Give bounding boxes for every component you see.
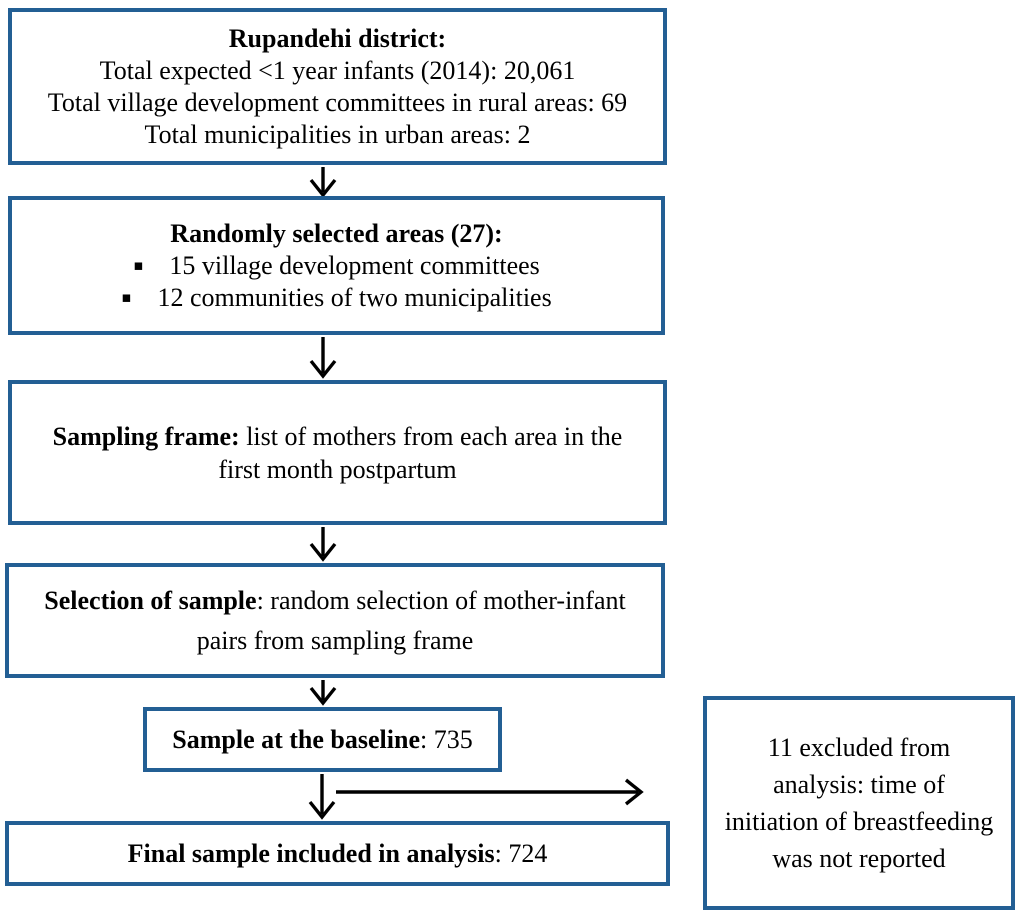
baseline-sample-value: : 735 (420, 724, 473, 754)
sampling-frame-box: Sampling frame: list of mothers from eac… (8, 380, 667, 525)
excluded-line-2: analysis: time of (773, 770, 945, 799)
selection-of-sample-box: Selection of sample: random selection of… (5, 563, 665, 678)
district-box: Rupandehi district: Total expected <1 ye… (8, 8, 667, 165)
bullet-item-communities-label: 12 communities of two municipalities (157, 282, 552, 312)
bullet-item-communities: ▪ 12 communities of two municipalities (121, 282, 551, 314)
excluded-line-1: 11 excluded from (767, 733, 951, 762)
baseline-sample-line: Sample at the baseline: 735 (172, 724, 472, 756)
arrow-frame-to-selection (309, 527, 337, 562)
square-bullet-icon: ▪ (133, 256, 144, 274)
arrow-areas-to-frame (309, 337, 337, 379)
baseline-sample-label: Sample at the baseline (172, 724, 420, 754)
arrow-baseline-to-excluded (336, 778, 644, 806)
baseline-sample-box: Sample at the baseline: 735 (143, 707, 502, 772)
selection-line-2: pairs from sampling frame (196, 625, 474, 655)
bullet-item-vdc: ▪ 15 village development committees (133, 250, 540, 282)
excluded-box: 11 excluded from analysis: time of initi… (703, 696, 1015, 910)
selection-text: : random selection of mother-infant (256, 585, 626, 615)
sampling-frame-text: list of mothers from each area in the (239, 421, 623, 451)
arrow-district-to-areas (309, 167, 337, 198)
sampling-frame-line-1: Sampling frame: list of mothers from eac… (53, 420, 623, 453)
district-box-line-infants: Total expected <1 year infants (2014): 2… (99, 55, 576, 85)
final-sample-label: Final sample included in analysis (127, 838, 495, 868)
excluded-line-3: initiation of breastfeeding (724, 807, 994, 836)
district-box-line-municipalities: Total municipalities in urban areas: 2 (144, 119, 531, 149)
selected-areas-box: Randomly selected areas (27): ▪ 15 villa… (8, 196, 665, 335)
final-sample-line: Final sample included in analysis: 724 (128, 838, 548, 870)
sampling-frame-label: Sampling frame: (52, 421, 240, 451)
selection-label: Selection of sample (44, 585, 257, 615)
arrow-selection-to-baseline (309, 680, 337, 706)
bullet-item-vdc-label: 15 village development committees (169, 250, 540, 280)
excluded-line-4: was not reported (772, 844, 946, 873)
sampling-frame-line-2: first month postpartum (218, 454, 457, 484)
final-sample-value: : 724 (494, 838, 548, 868)
final-sample-box: Final sample included in analysis: 724 (5, 821, 670, 886)
district-box-line-vdc: Total village development committees in … (47, 87, 628, 117)
arrow-baseline-to-final (308, 774, 336, 820)
selected-areas-title: Randomly selected areas (27): (170, 218, 503, 248)
selection-line-1: Selection of sample: random selection of… (44, 581, 625, 621)
square-bullet-icon: ▪ (121, 288, 132, 306)
district-box-title: Rupandehi district: (228, 23, 447, 53)
